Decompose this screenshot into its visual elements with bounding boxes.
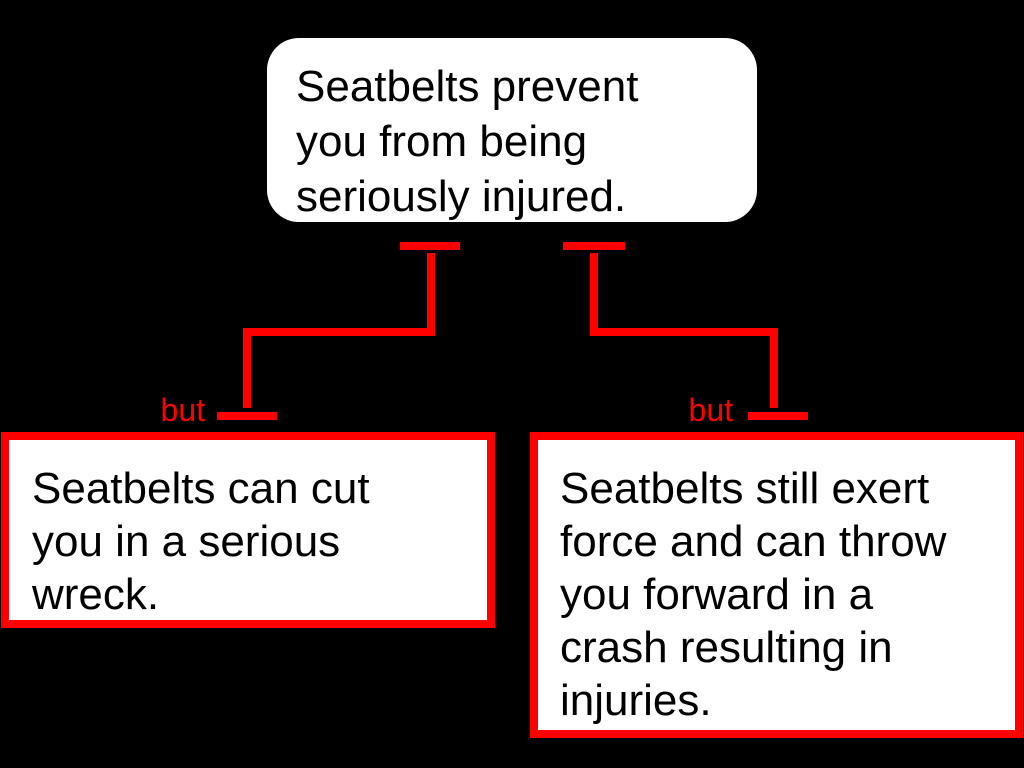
right-counter-node-text-line: you forward in a: [560, 570, 874, 619]
link-left-vertical-segment: [243, 336, 251, 408]
left-counter-node-text-line: wreck.: [32, 570, 160, 619]
root-node: Seatbelts prevent you from being serious…: [267, 38, 757, 222]
link-right-label: but: [688, 392, 733, 428]
link-right-source-tick: [563, 242, 625, 250]
link-right-target-tick: [748, 412, 808, 420]
left-counter-node-text-line: you in a serious: [32, 517, 341, 566]
link-left-target-tick: [217, 412, 277, 420]
right-counter-node: Seatbelts still exert force and can thro…: [530, 432, 1023, 738]
right-counter-node-text-line: injuries.: [560, 676, 712, 725]
left-counter-node-text-line: Seatbelts can cut: [32, 464, 370, 513]
link-right-vertical-segment: [590, 253, 598, 336]
root-node-text-line: Seatbelts prevent: [296, 62, 639, 111]
link-left-vertical-segment: [427, 253, 435, 336]
link-right-horizontal-segment: [590, 328, 778, 336]
right-counter-node-text-line: Seatbelts still exert: [560, 464, 930, 513]
link-left-source-tick: [400, 242, 460, 250]
left-counter-node: Seatbelts can cut you in a serious wreck…: [1, 432, 495, 628]
right-counter-node-text-line: force and can throw: [560, 517, 947, 566]
link-right-vertical-segment: [770, 336, 778, 408]
link-left-label: but: [160, 392, 205, 428]
link-left-horizontal-segment: [243, 328, 435, 336]
root-node-text-line: you from being: [296, 117, 588, 166]
root-node-text-line: seriously injured.: [296, 172, 627, 221]
right-counter-node-text-line: crash resulting in: [560, 623, 893, 672]
